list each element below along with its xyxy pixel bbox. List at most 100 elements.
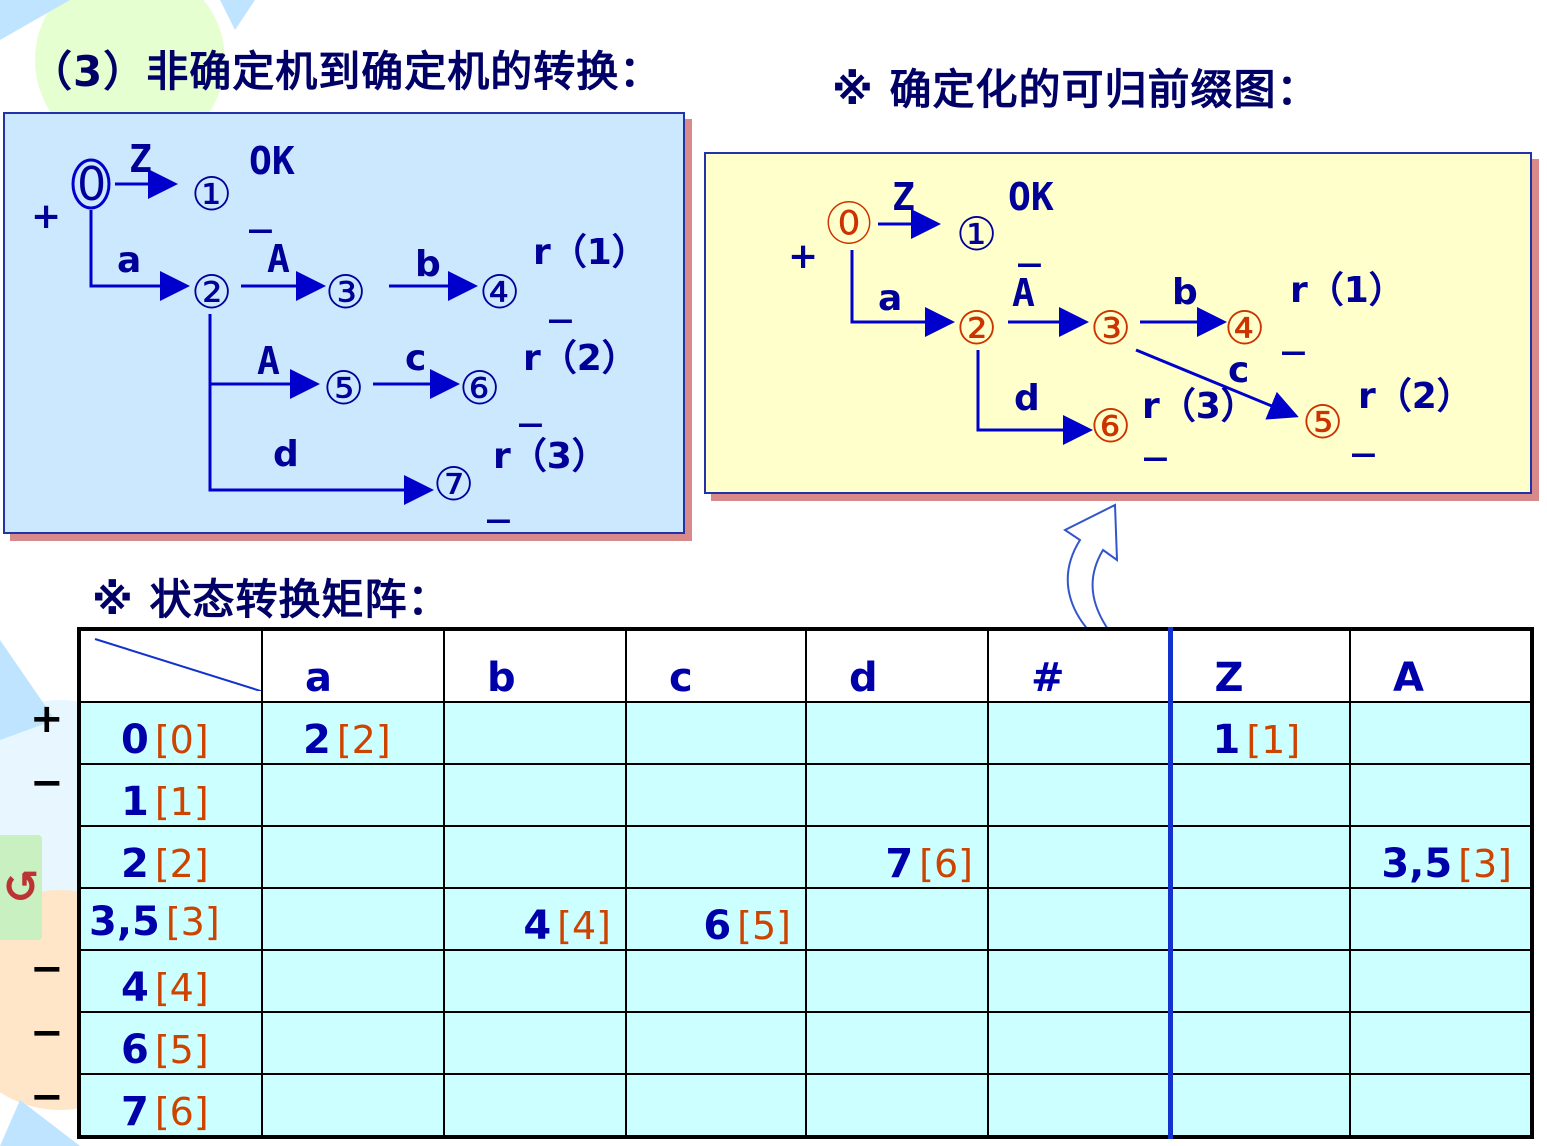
matrix-title: ※ 状态转换矩阵：: [92, 575, 451, 624]
matrix-row: 1[1]: [78, 763, 1533, 827]
matrix-col-header-c: c: [625, 628, 807, 703]
matrix-cell-Z: [1169, 763, 1351, 827]
matrix-cell-a: [261, 887, 445, 951]
matrix-row-state: 2[2]: [78, 825, 263, 889]
matrix-cell-d: [805, 701, 989, 765]
nfa-diagram: + 0 ① ② ③ ④ ⑤ ⑥ ⑦ Z a A b A c d OK _ r（1…: [31, 137, 648, 523]
matrix-row-state: 1[1]: [78, 763, 263, 827]
row-mark-1: −: [30, 760, 64, 806]
dfa-output-r2: r（2）: [1358, 376, 1473, 417]
nfa-output-ok: OK: [249, 139, 295, 183]
matrix-cell-A: 3,5[3]: [1349, 825, 1533, 889]
nfa-diagram-panel: + 0 ① ② ③ ④ ⑤ ⑥ ⑦ Z a A b A c d OK _ r（1…: [3, 112, 685, 534]
row-state-label: 7[6]: [121, 1089, 209, 1135]
row-state-code: [5]: [154, 1028, 209, 1072]
dfa-diagram-panel: + ⓪ ① ② ③ ④ ⑥ ⑤ Z a A b c d OK _ r（1） _ …: [704, 152, 1532, 494]
dfa-state-2: ②: [956, 301, 997, 355]
matrix-cell-A: [1349, 887, 1533, 951]
matrix-cell-Z: 1[1]: [1169, 701, 1351, 765]
matrix-cell-A: [1349, 1011, 1533, 1075]
matrix-cell-a: [261, 949, 445, 1013]
row-state-code: [2]: [154, 842, 209, 886]
matrix-cell-hash: [987, 1073, 1173, 1138]
matrix-cell-d: [805, 1011, 989, 1075]
matrix-col-header-A: A: [1349, 628, 1533, 703]
dfa-output-r1: r（1）: [1290, 270, 1405, 311]
target-code: [5]: [737, 904, 791, 948]
nfa-label-A2: A: [257, 339, 280, 383]
nfa-output-r1: r（1）: [533, 232, 648, 273]
matrix-cell-c: [625, 825, 807, 889]
nfa-label-d: d: [273, 434, 299, 475]
matrix-cell-A: [1349, 701, 1533, 765]
matrix-cell-a: [261, 763, 445, 827]
matrix-corner-cell: [78, 628, 263, 703]
row-mark-4: −: [30, 946, 64, 992]
matrix-cell-b: [443, 701, 627, 765]
matrix-cell-Z: [1169, 1011, 1351, 1075]
matrix-cell-c: 6[5]: [625, 887, 807, 951]
dfa-output-r3: r（3）: [1142, 386, 1257, 427]
row-state-label: 2[2]: [121, 841, 209, 887]
dfa-edge-3-5: [1135, 348, 1299, 420]
matrix-cell-b: [443, 949, 627, 1013]
matrix-cell-Z: [1169, 825, 1351, 889]
matrix-cell-hash: [987, 949, 1173, 1013]
nfa-start-mark: +: [31, 196, 61, 237]
row-state-value: 3,5: [89, 899, 160, 945]
row-state-value: 2: [121, 841, 149, 887]
matrix-cell-d: [805, 1073, 989, 1138]
matrix-cell-hash: [987, 1011, 1173, 1075]
matrix-row-state: 4[4]: [78, 949, 263, 1013]
nfa-state-2: ②: [191, 265, 232, 319]
row-state-label: 1[1]: [121, 779, 209, 824]
return-arrow-icon[interactable]: ↺: [0, 835, 42, 940]
matrix-cell-b: 4[4]: [443, 887, 627, 951]
nfa-state-1: ①: [191, 167, 232, 221]
row-state-code: [6]: [154, 1090, 209, 1134]
target-state: 6: [703, 903, 732, 949]
target-state: 2: [303, 717, 331, 763]
target-code: [1]: [1246, 718, 1301, 762]
cell-value: 6[5]: [703, 903, 791, 949]
matrix-cell-hash: [987, 701, 1173, 765]
col-header-label: d: [849, 655, 878, 701]
matrix-cell-c: [625, 763, 807, 827]
target-code: [4]: [557, 904, 611, 948]
dfa-final-mark-4: _: [1282, 311, 1305, 355]
matrix-cell-Z: [1169, 949, 1351, 1013]
matrix-cell-c: [625, 701, 807, 765]
cell-value: 1[1]: [1213, 717, 1301, 762]
row-state-code: [0]: [154, 718, 209, 762]
row-state-code: [3]: [165, 900, 220, 944]
dfa-diagram: + ⓪ ① ② ③ ④ ⑥ ⑤ Z a A b c d OK _ r（1） _ …: [788, 175, 1473, 461]
row-state-value: 7: [121, 1089, 149, 1135]
matrix-cell-c: [625, 1073, 807, 1138]
col-header-label: c: [669, 655, 693, 701]
nfa-label-Z: Z: [129, 137, 152, 181]
matrix-cell-b: [443, 1011, 627, 1075]
dfa-output-ok: OK: [1008, 175, 1054, 219]
matrix-cell-b: [443, 825, 627, 889]
matrix-cell-b: [443, 763, 627, 827]
dfa-state-4: ④: [1224, 301, 1265, 355]
cell-value: 2[2]: [303, 717, 391, 763]
nfa-output-r2: r（2）: [523, 338, 638, 379]
dfa-prefix-graph-title: ※ 确定化的可归前缀图：: [832, 65, 1320, 114]
nfa-label-b: b: [415, 244, 441, 285]
nfa-final-mark-7: _: [487, 479, 510, 523]
dfa-state-5: ⑤: [1302, 395, 1343, 449]
target-code: [6]: [919, 842, 973, 886]
matrix-cell-Z: [1169, 1073, 1351, 1138]
matrix-cell-a: [261, 825, 445, 889]
matrix-cell-d: [805, 949, 989, 1013]
matrix-cell-d: 7[6]: [805, 825, 989, 889]
dfa-label-A: A: [1012, 271, 1035, 315]
matrix-col-header-b: b: [443, 628, 627, 703]
row-state-value: 4: [121, 965, 149, 1011]
dfa-label-a: a: [878, 278, 902, 319]
matrix-cell-b: [443, 1073, 627, 1138]
matrix-cell-hash: [987, 825, 1173, 889]
col-header-label: Z: [1214, 655, 1244, 701]
cell-value: 7[6]: [885, 841, 973, 886]
